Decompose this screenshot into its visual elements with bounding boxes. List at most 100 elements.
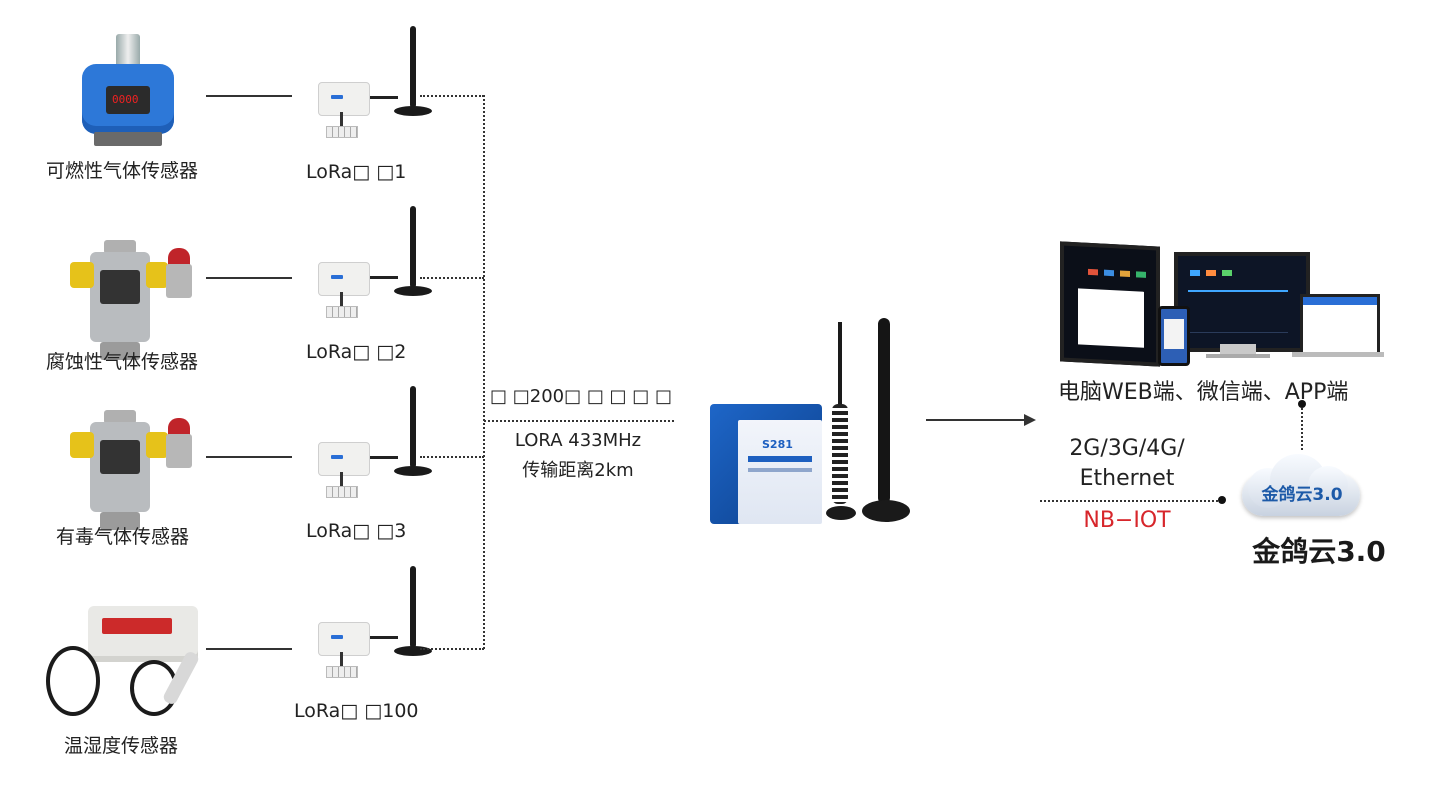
antenna-base [394, 286, 432, 296]
node-label-100: LoRa□ □100 [294, 700, 419, 722]
terminal-block [326, 486, 358, 498]
toxic-gas-sensor [70, 404, 194, 530]
screen-tile [1088, 268, 1098, 276]
cloud-part [1308, 466, 1348, 504]
cloud-platform-name: 金鸽云3.0 [1252, 535, 1386, 568]
monitor-center [1174, 252, 1310, 352]
cloud-badge: 金鸽云3.0 [1261, 485, 1343, 505]
node-wire [340, 112, 343, 128]
laptop [1300, 294, 1380, 356]
laptop-base [1292, 352, 1384, 357]
alarm-lamp-base [166, 264, 192, 298]
antenna-base [394, 466, 432, 476]
sensor-neck [116, 34, 140, 68]
antenna-icon [410, 386, 416, 468]
phone-screen [1164, 319, 1184, 349]
uplink-networks-line1: 2G/3G/4G/ [1069, 436, 1185, 461]
temp-humidity-sensor [42, 606, 212, 718]
alarm-lamp-icon [168, 248, 190, 266]
lora-node-100 [308, 566, 432, 678]
connector-line [206, 648, 292, 650]
antenna-base [826, 506, 856, 520]
uplink-arrow-line [926, 419, 1026, 421]
sensor-label-toxic: 有毒气体传感器 [56, 526, 190, 548]
node-wire [340, 652, 343, 668]
node-wire [340, 292, 343, 308]
connector-dot [1218, 496, 1226, 504]
sensor-display-digits: 0000 [112, 93, 139, 106]
screen-tile [1222, 270, 1232, 276]
connector-dot [1298, 400, 1306, 408]
dotted-link-to-gateway [484, 420, 674, 422]
dotted-link-cloud-clients [1301, 408, 1303, 450]
nbiot-label: NB−IOT [1083, 508, 1171, 533]
dotted-bus [483, 95, 485, 649]
sensor-label-combustible: 可燃性气体传感器 [46, 160, 199, 182]
node-wire [340, 472, 343, 488]
sensor-probe [100, 342, 140, 360]
arrow-right-icon [1024, 414, 1036, 426]
dotted-link [420, 277, 484, 279]
node-label-2: LoRa□ □2 [306, 341, 407, 363]
antenna-icon [410, 566, 416, 648]
sensor-probe [100, 512, 140, 530]
sensor-arm-right [146, 432, 168, 458]
antenna-icon [878, 318, 890, 504]
monitor-left [1060, 241, 1160, 367]
sensor-cap [104, 410, 136, 424]
node-label-1: LoRa□ □1 [306, 161, 407, 183]
screen-tile [1104, 269, 1114, 277]
transmission-distance-label: 传输距离2km [522, 460, 634, 481]
sensor-arm-left [70, 262, 94, 288]
dotted-link [420, 456, 484, 458]
laptop-header [1303, 297, 1377, 305]
node-housing [318, 442, 370, 476]
dotted-link-to-cloud [1040, 500, 1222, 502]
antenna-base [394, 106, 432, 116]
sensor-label-temp-humidity: 温湿度传感器 [64, 735, 179, 757]
sensor-display [102, 618, 172, 634]
antenna-spring [832, 404, 848, 504]
sensor-cable [46, 646, 100, 716]
combustible-gas-sensor: 0000 [82, 34, 182, 149]
node-housing [318, 82, 370, 116]
monitor-foot [1206, 354, 1270, 358]
sensor-cap [104, 240, 136, 254]
corrosive-gas-sensor [70, 234, 194, 360]
terminal-block [326, 666, 358, 678]
antenna-icon [838, 322, 842, 442]
uplink-networks-line2: Ethernet [1079, 466, 1175, 491]
dotted-link [420, 648, 484, 650]
sensor-foot [94, 132, 162, 146]
screen-tile [1120, 270, 1130, 278]
sensor-arm-left [70, 432, 94, 458]
terminal-block [326, 306, 358, 318]
antenna-base [394, 646, 432, 656]
lora-frequency-label: LORA 433MHz [514, 430, 642, 451]
sensor-display: 0000 [106, 86, 150, 114]
gateway-stripe [748, 456, 812, 462]
sensor-housing [88, 606, 198, 662]
screen-tile [1206, 270, 1216, 276]
gateway-stripe [748, 468, 812, 472]
screen-tile [1136, 271, 1146, 278]
lora-node-1 [308, 26, 432, 138]
antenna-cable [368, 96, 398, 99]
alarm-lamp-base [166, 434, 192, 468]
sensor-display [100, 270, 140, 304]
antenna-icon [410, 206, 416, 288]
connector-line [206, 277, 292, 279]
sensor-display [100, 440, 140, 474]
node-housing [318, 622, 370, 656]
lora-node-2 [308, 206, 432, 318]
screen-table [1078, 288, 1144, 348]
antenna-base [862, 500, 910, 522]
antenna-cable [368, 456, 398, 459]
antenna-cable [368, 276, 398, 279]
terminal-block [326, 126, 358, 138]
node-label-3: LoRa□ □3 [306, 520, 407, 542]
node-housing [318, 262, 370, 296]
lora-node-3 [308, 386, 432, 498]
connector-line [206, 95, 292, 97]
cloud-icon: 金鸽云3.0 [1242, 452, 1360, 516]
